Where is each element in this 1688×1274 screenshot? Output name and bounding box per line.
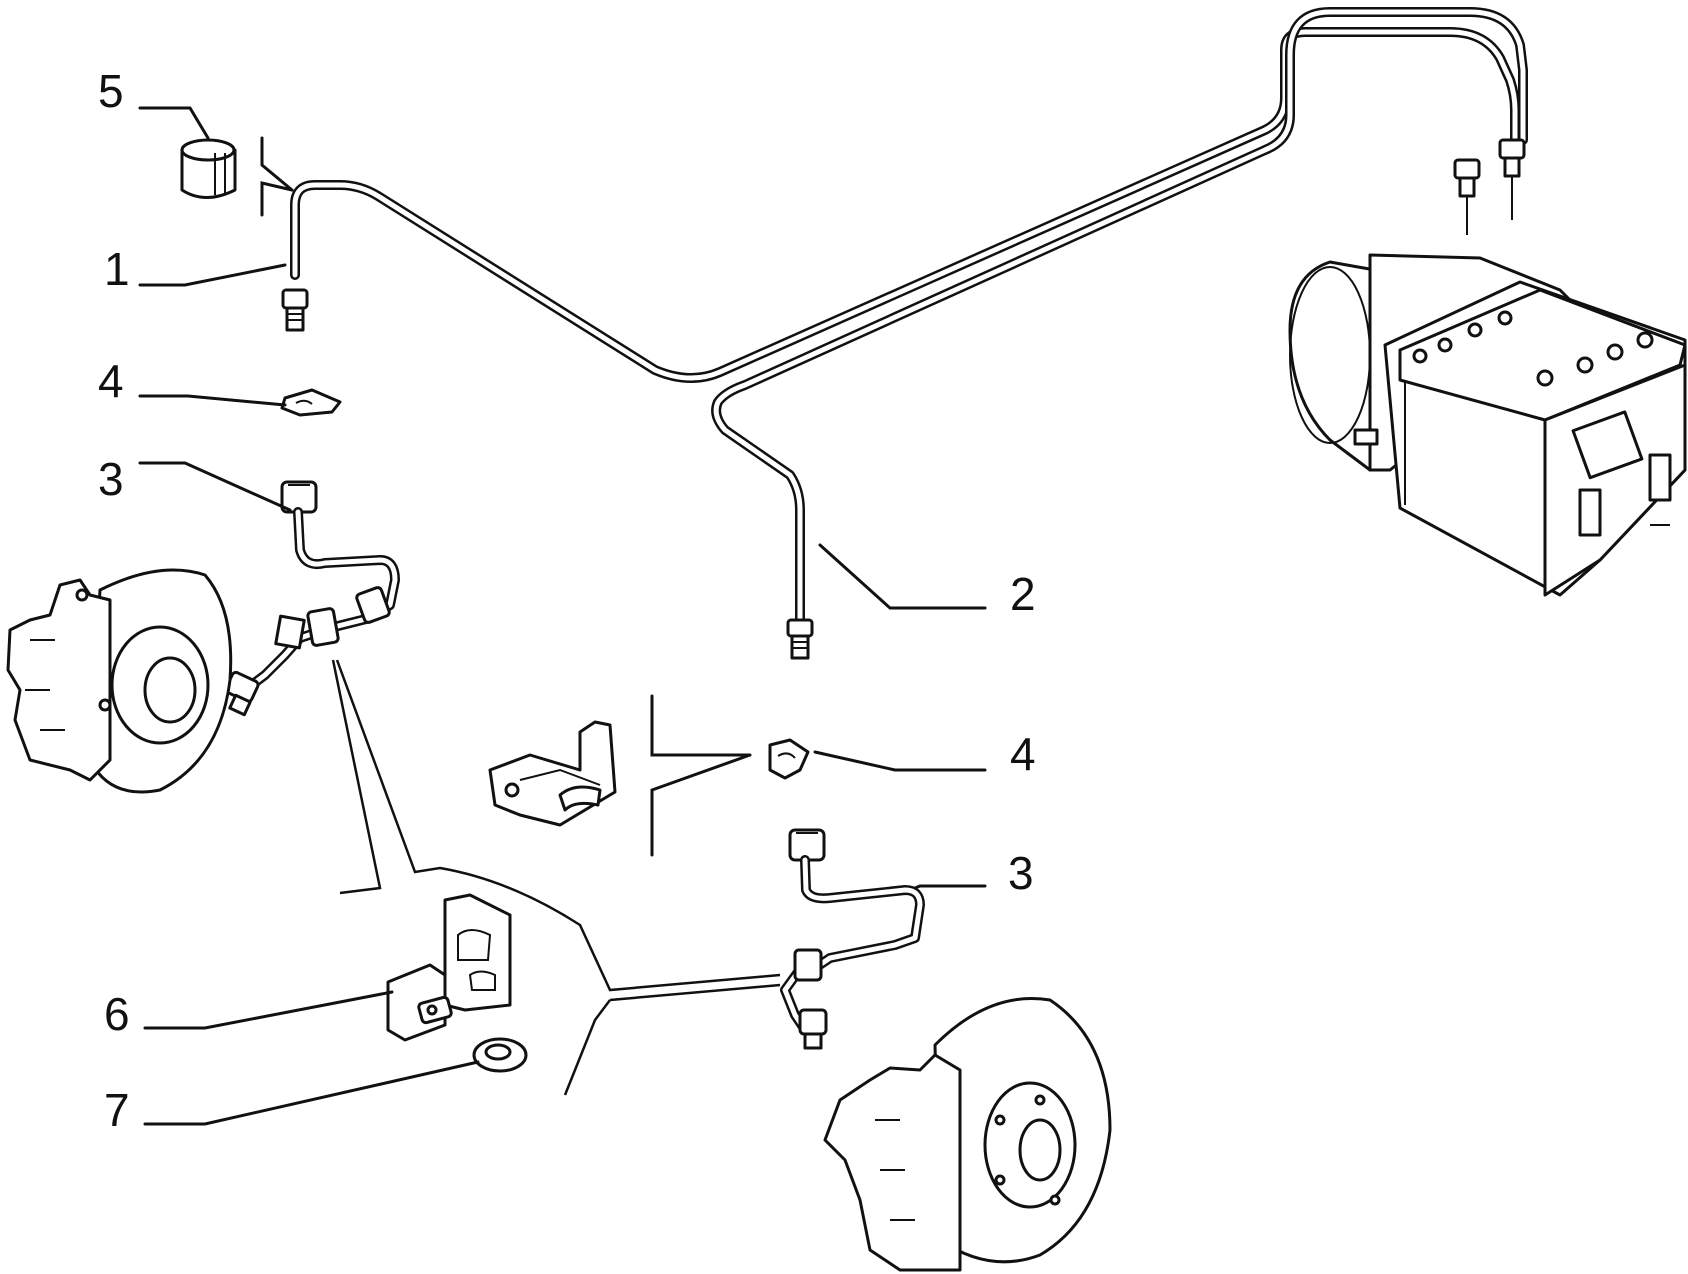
svg-text:6: 6 [104,988,130,1040]
fitting-pipe-right-b [1498,138,1526,220]
pipe-bracket [488,720,617,827]
abs-hydraulic-unit [1288,253,1687,597]
bracket-6 [386,893,512,1042]
callout-3-left: 3 [98,453,292,512]
callout-4-top: 4 [98,355,287,407]
callout-5: 5 [98,65,210,140]
callout-7: 7 [104,1060,480,1136]
fitting-pipe-1-left [281,288,309,332]
brake-disc-caliper-left [6,568,233,794]
brake-disc-caliper-right [823,996,1112,1272]
svg-text:3: 3 [1008,847,1034,899]
callout-4-mid: 4 [813,728,1036,780]
bushing-5 [180,138,237,199]
svg-text:4: 4 [1010,728,1036,780]
brake-pipe-2 [711,7,1528,623]
fitting-pipe-2-center [786,618,814,660]
svg-text:2: 2 [1010,568,1036,620]
callout-2: 2 [818,543,1036,620]
callout-1: 1 [104,243,287,295]
group-line-bushing [260,136,294,217]
callout-3-mid: 3 [913,847,1034,899]
svg-text:7: 7 [104,1084,130,1136]
callout-6: 6 [104,988,394,1040]
exploded-group-lines [331,659,781,1096]
flex-hose-3-left [224,480,400,717]
fitting-pipe-right-a [1453,158,1481,235]
washer-7 [472,1037,528,1073]
svg-text:5: 5 [98,65,124,117]
group-line-clip4-bracket [650,694,752,857]
svg-text:4: 4 [98,355,124,407]
clip-4-top [280,388,342,417]
brake-pipe-1 [290,27,1520,384]
clip-4-mid [768,738,810,780]
svg-text:1: 1 [104,243,130,295]
flex-hose-3-mid [780,828,925,1050]
svg-text:3: 3 [98,453,124,505]
